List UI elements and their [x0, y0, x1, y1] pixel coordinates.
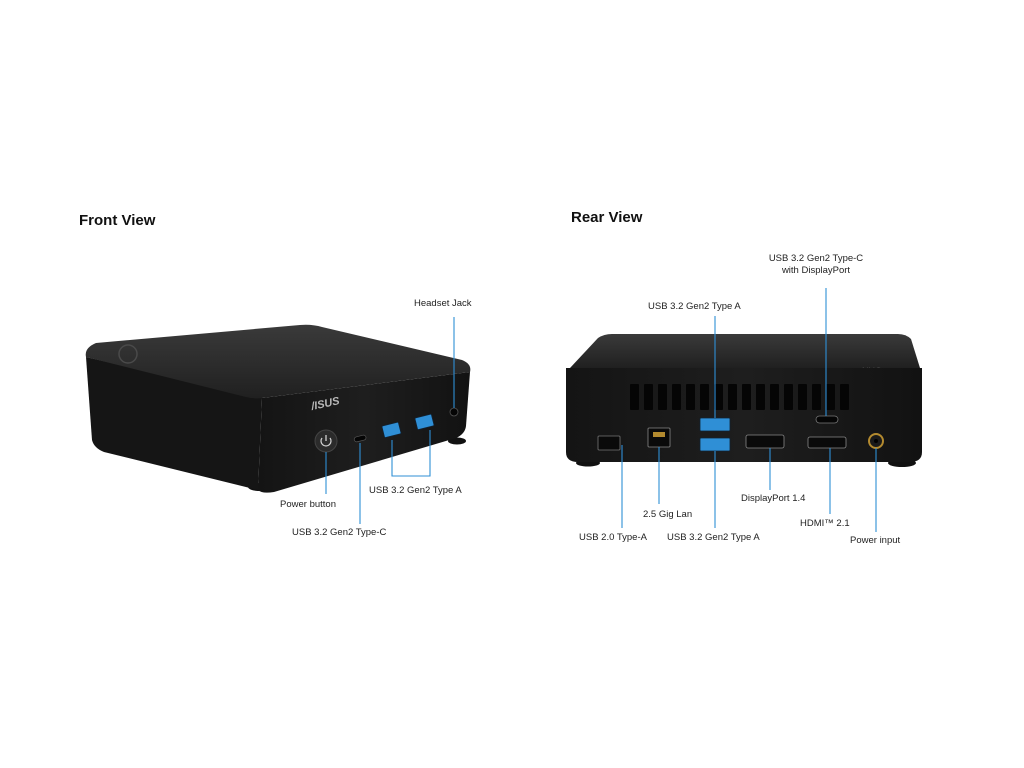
- rear-hdmi-port: [807, 436, 847, 449]
- label-front-usb-c: USB 3.2 Gen2 Type-C: [292, 527, 387, 538]
- front-usb-c-port: [353, 434, 367, 443]
- label-usb-c-displayport-line1: USB 3.2 Gen2 Type-C: [768, 253, 864, 264]
- rear-usb-a-port-bottom: [699, 437, 731, 452]
- rear-lan-port: [647, 427, 671, 448]
- label-displayport: DisplayPort 1.4: [741, 493, 806, 504]
- rear-usb20-port: [597, 435, 621, 451]
- rear-vents: [630, 384, 849, 410]
- label-usb-c-displayport-line2: with DisplayPort: [781, 265, 851, 276]
- front-top-logo: [118, 344, 138, 364]
- callout-usb-a-front: [391, 430, 431, 477]
- label-headset-jack: Headset Jack: [414, 298, 472, 309]
- rear-displayport: [745, 434, 785, 449]
- front-usb-a-port-2: [414, 413, 435, 430]
- power-icon: [320, 437, 332, 447]
- label-lan: 2.5 Gig Lan: [643, 509, 693, 520]
- front-usb-a-port-1: [381, 421, 402, 438]
- label-usb-c-displayport: USB 3.2 Gen2 Type-C with DisplayPort: [760, 253, 872, 277]
- front-top: [85, 324, 471, 399]
- label-power-button: Power button: [280, 499, 336, 510]
- rear-view-title: Rear View: [571, 209, 643, 226]
- front-callouts: [325, 317, 455, 524]
- label-rear-usb-a-bottom: USB 3.2 Gen2 Type A: [667, 532, 760, 543]
- rear-callouts: [621, 288, 877, 532]
- front-device: /ISUS: [85, 324, 471, 493]
- front-foot-right: [448, 437, 466, 445]
- rear-top: [570, 334, 920, 368]
- label-front-usb-a: USB 3.2 Gen2 Type A: [369, 485, 462, 496]
- front-view-title: Front View: [79, 212, 156, 229]
- label-power-input: Power input: [850, 535, 901, 546]
- label-usb20: USB 2.0 Type-A: [579, 532, 647, 543]
- front-side-left: [86, 357, 262, 490]
- label-rear-usb-a-top: USB 3.2 Gen2 Type A: [648, 301, 741, 312]
- rear-usb-c-dp-port: [815, 415, 839, 424]
- rear-device: NUC: [566, 334, 922, 467]
- rear-usb-a-port-top: [699, 417, 731, 432]
- headset-jack-shape: [449, 407, 459, 417]
- front-face: [258, 372, 470, 493]
- label-hdmi: HDMI™ 2.1: [800, 518, 850, 529]
